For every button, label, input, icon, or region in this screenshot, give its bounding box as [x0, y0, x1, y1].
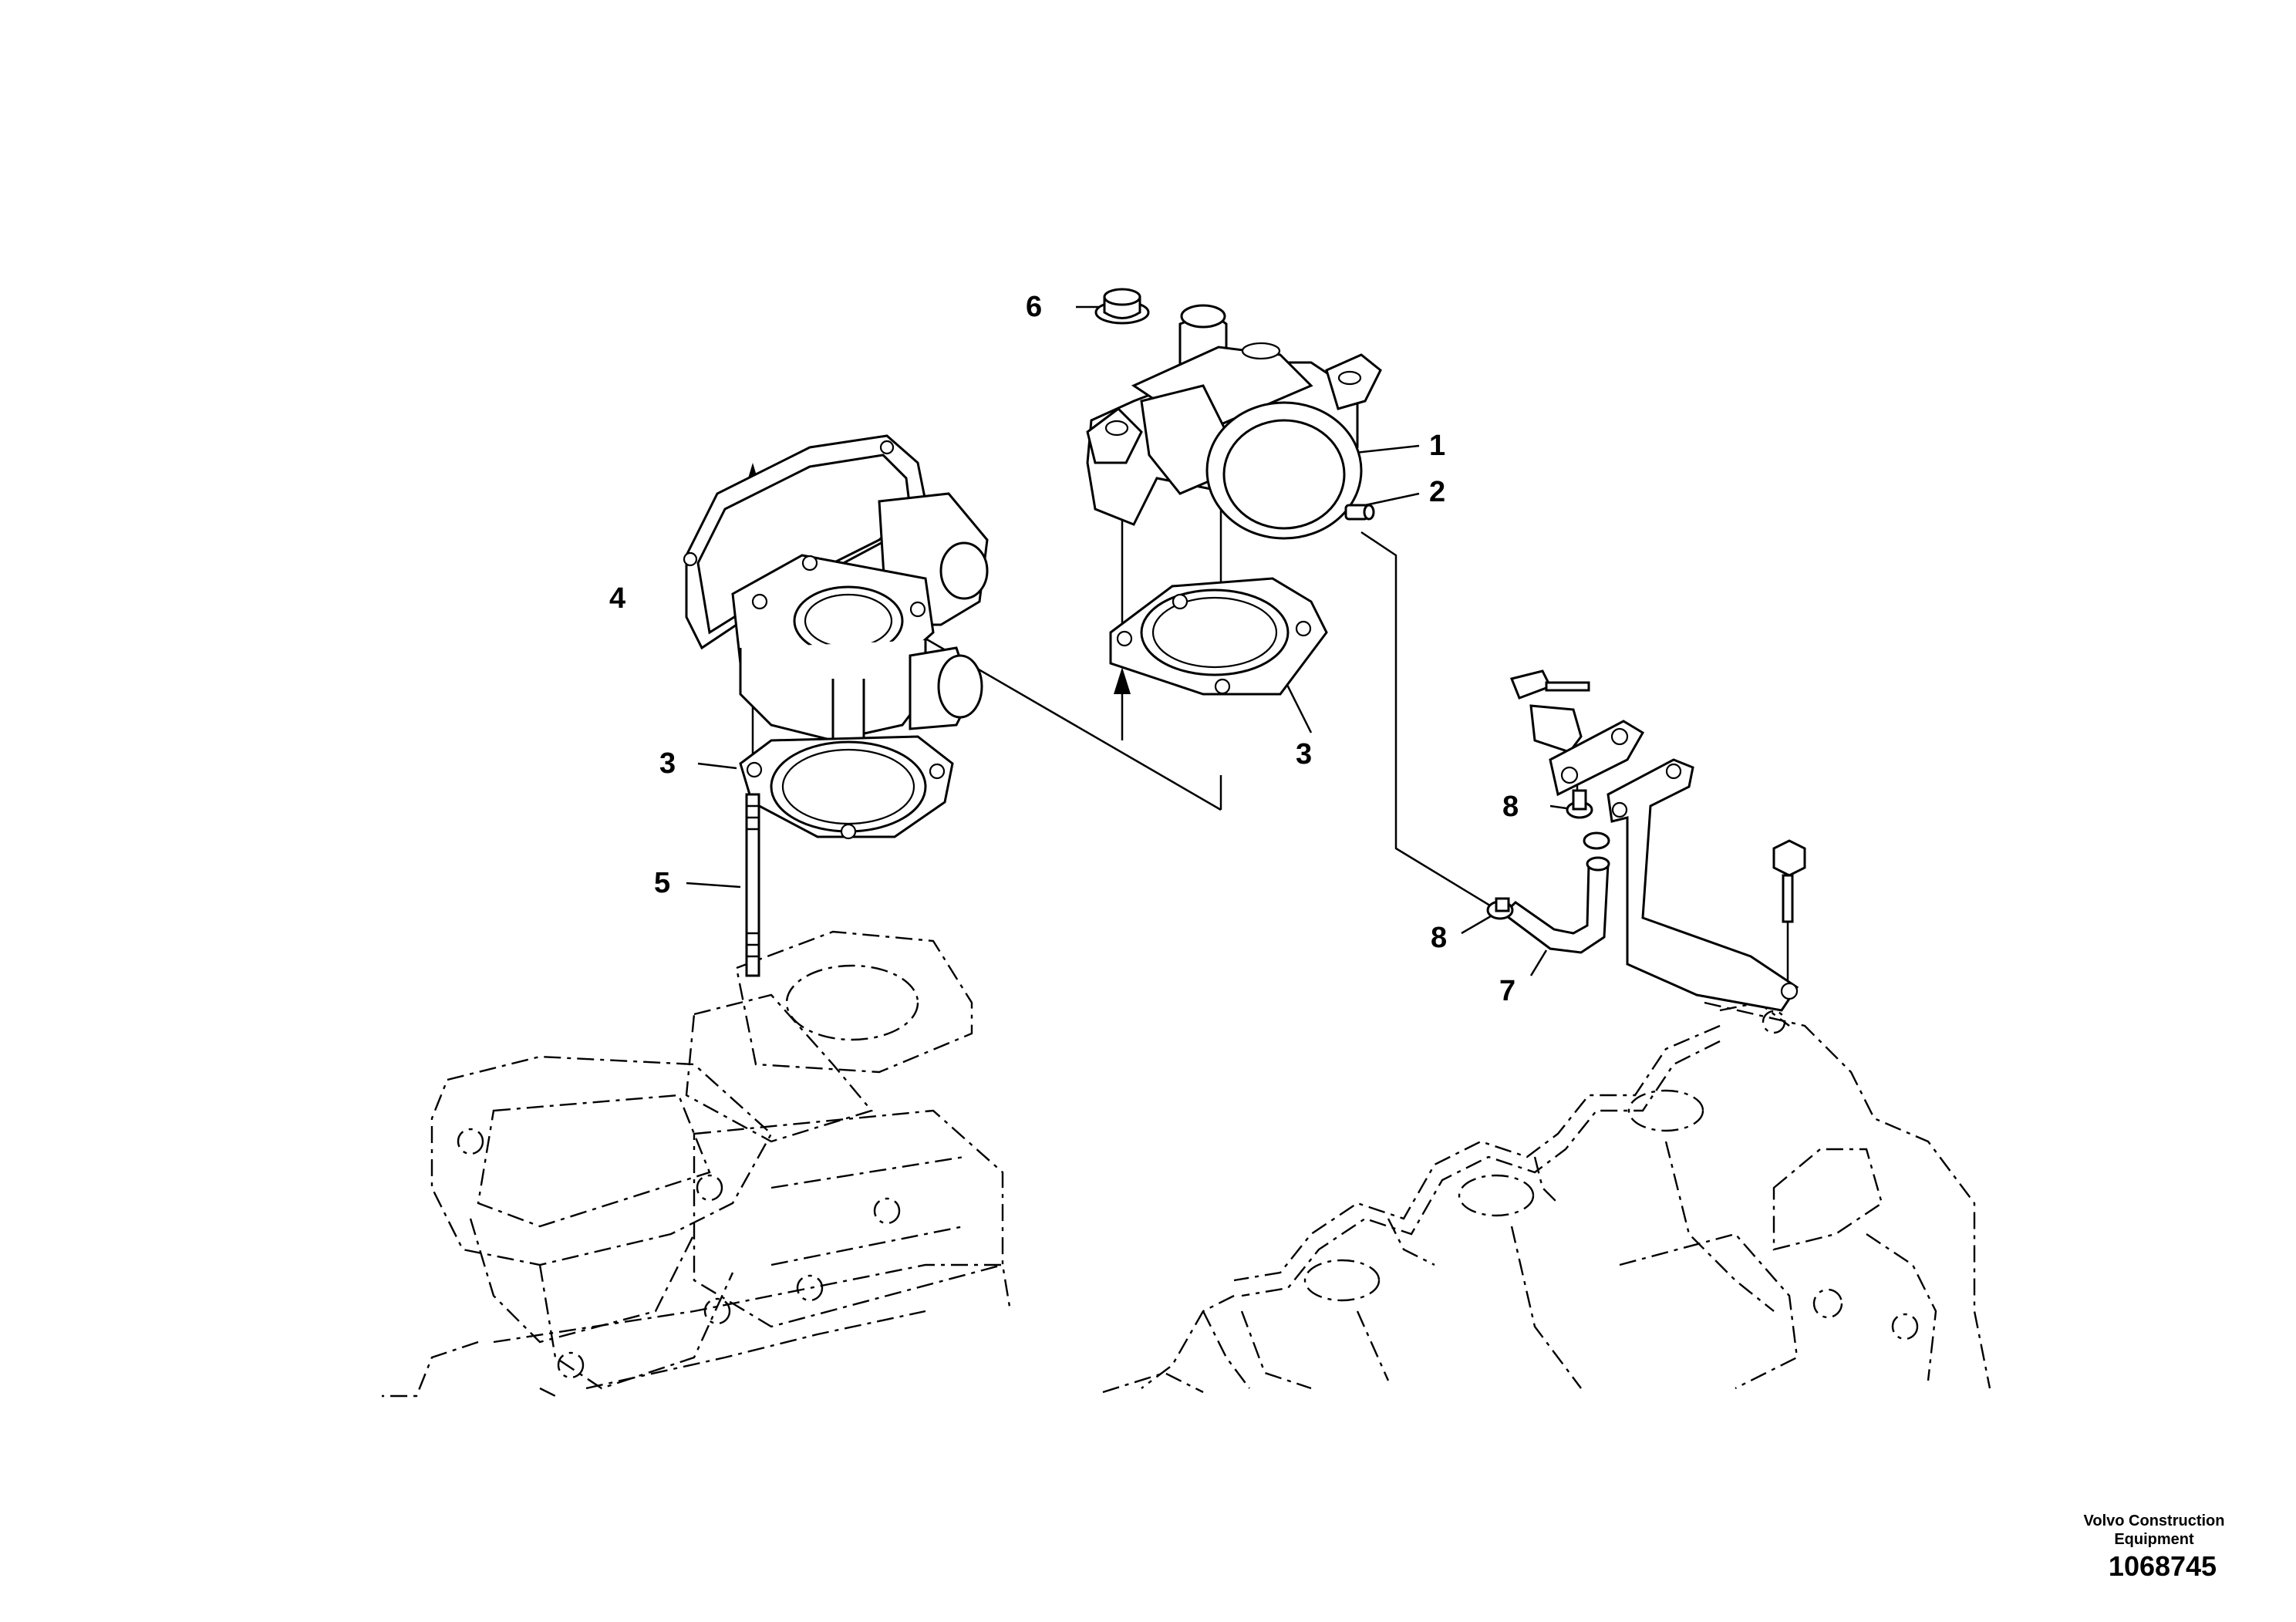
- callout-4: 4: [609, 582, 625, 615]
- part-3-gasket-upper: [1109, 577, 1328, 696]
- part-1-outlet-housing: [1086, 304, 1382, 540]
- engine-block-phantom: [382, 930, 1991, 1398]
- part-3-gasket-lower: [739, 735, 954, 840]
- callout-3-upper: 3: [1296, 738, 1312, 771]
- arrow-up-icon: [1114, 667, 1131, 694]
- part-7-hose: [1502, 856, 1610, 954]
- callout-8-upper: 8: [1502, 791, 1519, 823]
- callout-3-lower: 3: [659, 747, 676, 780]
- part-5-stud: [745, 793, 760, 977]
- part-6-flange-nut: [1094, 288, 1150, 325]
- part-8-clamp-lower: [1486, 897, 1514, 920]
- callout-1: 1: [1429, 430, 1445, 462]
- bracket-assembly: [1509, 669, 1806, 1012]
- part-8-clamp-upper: [1566, 789, 1610, 850]
- part-4-thermostat-housing: [683, 434, 989, 765]
- publisher-credit: Volvo Construction Equipment: [2083, 1512, 2225, 1548]
- callout-labels: 6 1 2 3 4 3 5 8 8 7: [609, 291, 1519, 1007]
- callout-7: 7: [1499, 975, 1515, 1007]
- illustration-id: 1068745: [2108, 1550, 2217, 1582]
- callout-6: 6: [1026, 291, 1042, 323]
- callout-5: 5: [654, 867, 670, 899]
- callout-2: 2: [1429, 476, 1445, 508]
- callout-8-lower: 8: [1431, 922, 1447, 954]
